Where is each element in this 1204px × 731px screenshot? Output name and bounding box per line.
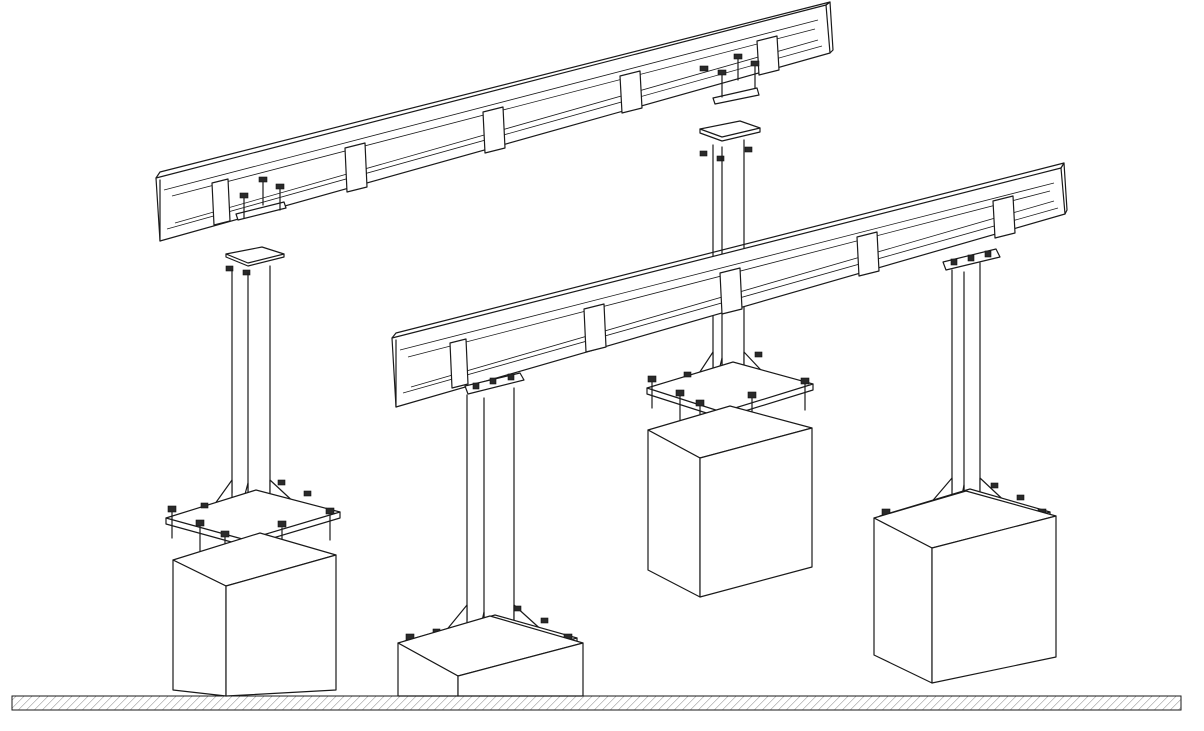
- foundation-block-icon: [397, 615, 584, 697]
- ground-hatch-icon: [11, 695, 1182, 711]
- anchor-bolt-icon: [699, 53, 760, 105]
- column-back-left: [165, 246, 341, 563]
- beam-clamp: [464, 248, 1001, 395]
- foundation-block-icon: [873, 490, 1057, 684]
- back-beam: [155, 1, 834, 242]
- foundation-block-icon: [172, 532, 337, 697]
- foundation-block-icon: [647, 405, 813, 598]
- anchor-bolt-icon: [235, 176, 287, 221]
- front-beam: [391, 162, 1068, 408]
